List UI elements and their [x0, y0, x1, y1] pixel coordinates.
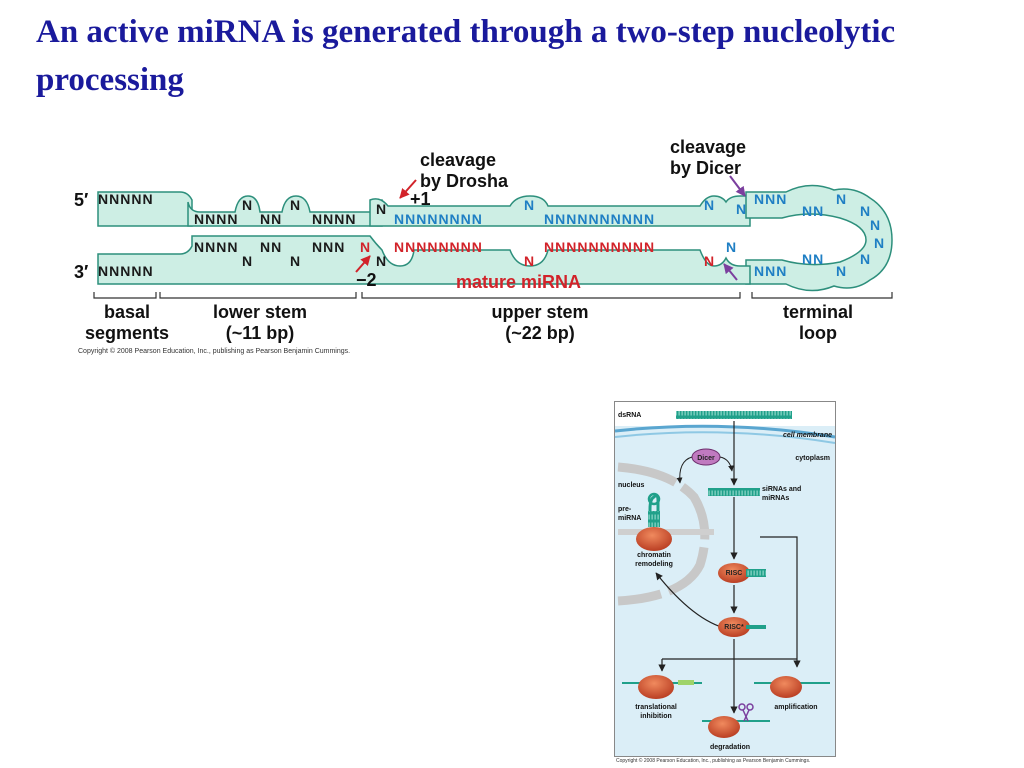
bottom-lower-stem-nucleotides: NNN — [312, 239, 345, 255]
translational-inhibition-ribosome — [638, 675, 674, 699]
drosha-cleavage-arrow-top — [399, 179, 417, 199]
bottom-basal-nucleotides: NNNNN — [98, 263, 154, 279]
rnai-pathway-diagram: dsRNA cell membrane cytoplasm Dicer nucl… — [614, 401, 836, 757]
bottom-lower-stem-nucleotides: NN — [260, 239, 282, 255]
svg-text:translational: translational — [635, 704, 677, 711]
terminal-loop-bracket — [751, 292, 893, 299]
nucleus-label: nucleus — [618, 482, 645, 489]
plus-one-label: +1 — [410, 189, 431, 209]
bottom-end-nucleotide: N — [726, 239, 737, 255]
mature-mirna-nucleotides: NNNNNNNNNN — [544, 239, 655, 255]
risc-label: RISC — [726, 570, 743, 577]
dicer-label: Dicer — [697, 455, 715, 462]
loop-nucleotide: N — [860, 251, 871, 267]
sirna-to-amplification-arrow — [760, 536, 801, 668]
top-bulge-nucleotide: N — [290, 197, 301, 213]
amplification-label: amplification — [774, 704, 817, 711]
top-upper-stem-nucleotides: NNNNNNNN — [394, 211, 483, 227]
translational-inhibition-label: translational inhibition — [635, 704, 677, 720]
terminal-loop-label: terminal loop — [782, 302, 854, 343]
loop-nucleotides: NNN — [754, 191, 787, 207]
cell-membrane-line — [614, 424, 836, 439]
loop-nucleotide: N — [836, 191, 847, 207]
loop-nucleotides: NNN — [754, 263, 787, 279]
slide-title: An active miRNA is generated through a t… — [36, 14, 896, 98]
chromatin-remodeling-complex — [636, 527, 672, 551]
top-lower-stem-nucleotides: NNNN — [194, 211, 238, 227]
loop-nucleotides: NN — [802, 203, 824, 219]
mature-mirna-bulge-nucleotide: N — [524, 253, 535, 269]
lower-stem-bracket — [159, 292, 357, 299]
bottom-lower-stem-nucleotides: NNNN — [194, 239, 238, 255]
top-upper-stem-nucleotides: NNNNNNNNNN — [544, 211, 655, 227]
loop-nucleotide: N — [836, 263, 847, 279]
terminal-loop-body — [745, 184, 893, 292]
mature-mirna-label: mature miRNA — [456, 272, 582, 292]
svg-text:inhibition: inhibition — [640, 713, 672, 720]
chromatin-remodeling-label: chromatin remodeling — [635, 552, 673, 568]
dsrna-label: dsRNA — [618, 412, 641, 419]
rnai-copyright: Copyright © 2008 Pearson Education, Inc.… — [616, 758, 811, 764]
svg-text:remodeling: remodeling — [635, 561, 673, 568]
mature-mirna-end-nucleotide: N — [704, 253, 715, 269]
loop-nucleotides: NN — [802, 251, 824, 267]
top-junction-nucleotide: N — [376, 201, 387, 217]
sirnas-label: siRNAs and miRNAs — [762, 486, 801, 502]
basal-bracket — [93, 292, 157, 299]
drosha-cleavage-label: cleavage by Drosha — [420, 150, 509, 191]
three-prime-label: 3′ — [74, 262, 89, 282]
bottom-junction-nucleotide: N — [376, 253, 387, 269]
top-bulge-nucleotide: N — [524, 197, 535, 213]
bottom-drosha-site-nucleotide: N — [360, 239, 371, 255]
scissors-icon — [738, 703, 754, 722]
svg-text:pre-: pre- — [618, 506, 632, 513]
svg-text:siRNAs and: siRNAs and — [762, 486, 801, 493]
top-end-nucleotide: N — [736, 201, 747, 217]
dicer-cleavage-arrow-top — [729, 175, 746, 197]
basal-segments-label: basal segments — [84, 302, 170, 343]
top-lower-stem-nucleotides: NNNN — [312, 211, 356, 227]
hairpin-copyright: Copyright © 2008 Pearson Education, Inc.… — [78, 348, 351, 355]
loop-nucleotide: N — [874, 235, 885, 251]
top-strand-upper-stem — [369, 195, 751, 227]
dicer-cleavage-label: cleavage by Dicer — [670, 137, 747, 178]
cell-membrane-label: cell membrane — [783, 432, 832, 439]
activated-risc-complex — [718, 617, 750, 637]
five-prime-label: 5′ — [74, 190, 89, 210]
top-basal-nucleotides: NNNNN — [98, 191, 154, 207]
drosha-cleavage-arrow-bottom — [355, 255, 371, 273]
svg-text:miRNAs: miRNAs — [762, 495, 789, 502]
degradation-label: degradation — [710, 744, 750, 751]
segment-brackets — [93, 292, 893, 299]
cytoplasm-label: cytoplasm — [795, 455, 830, 462]
top-lower-stem-nucleotides: NN — [260, 211, 282, 227]
minus-two-label: −2 — [356, 270, 377, 290]
svg-text:chromatin: chromatin — [637, 552, 671, 559]
amplification-ribosome — [770, 676, 802, 698]
pre-mirna-label: pre- miRNA — [618, 506, 641, 522]
loop-nucleotide: N — [870, 217, 881, 233]
upper-stem-label: upper stem (~22 bp) — [491, 302, 589, 343]
dicer-cleavage-arrow-bottom — [723, 263, 738, 281]
upper-stem-bracket — [361, 292, 741, 299]
degradation-ribosome — [708, 716, 740, 738]
risc-star-label: RISC* — [724, 624, 744, 631]
svg-text:miRNA: miRNA — [618, 515, 641, 522]
mature-mirna-nucleotides: NNNNNNNN — [394, 239, 483, 255]
top-bulge-nucleotide: N — [704, 197, 715, 213]
top-bulge-nucleotide: N — [242, 197, 253, 213]
lower-stem-label: lower stem (~11 bp) — [212, 302, 308, 343]
sirna-molecule — [708, 488, 760, 496]
bottom-bulge-nucleotide: N — [242, 253, 253, 269]
bottom-strand-body — [97, 235, 751, 285]
loop-nucleotide: N — [860, 203, 871, 219]
bottom-bulge-nucleotide: N — [290, 253, 301, 269]
dsrna-molecule — [676, 411, 792, 419]
risc-complex — [718, 563, 750, 583]
